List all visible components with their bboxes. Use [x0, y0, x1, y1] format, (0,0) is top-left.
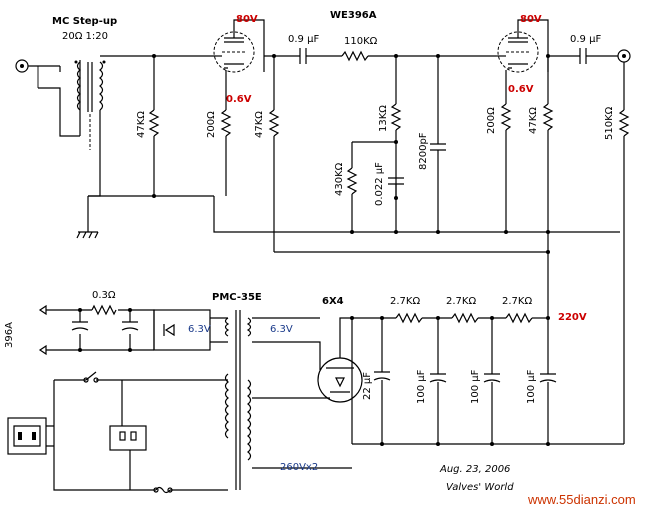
r-47k-input — [148, 109, 160, 137]
r-47k-1-label: 47KΩ — [254, 111, 265, 138]
r-47k-input-label: 47KΩ — [136, 111, 147, 138]
r-27k-1 — [395, 312, 423, 324]
r-03-label: 0.3Ω — [92, 290, 116, 301]
r-510k-label: 510KΩ — [604, 106, 615, 140]
c-09-1 — [299, 48, 307, 64]
heater-label: 396A — [4, 322, 15, 348]
c-100-3 — [539, 373, 557, 383]
stepup-transformer — [28, 60, 106, 150]
drawing-credit: Valves' World — [446, 482, 514, 493]
input-jack — [15, 59, 29, 73]
sec-63-right-label: 6.3V — [270, 324, 293, 335]
r-510k — [618, 109, 630, 137]
r-430k — [346, 167, 358, 195]
c-22 — [373, 371, 391, 381]
output-jack — [617, 49, 631, 63]
tube-2 — [497, 19, 549, 73]
r-200-2-label: 200Ω — [486, 107, 497, 134]
r-27k-2-label: 2.7KΩ — [446, 296, 476, 307]
c-0022-label: 0.022 μF — [374, 162, 385, 206]
ground-symbol — [76, 231, 99, 239]
watermark: www.55dianzi.com — [527, 492, 636, 507]
r-47k-2 — [542, 103, 554, 131]
power-transformer — [224, 310, 252, 490]
r-27k-2 — [451, 312, 479, 324]
c-8200p — [430, 143, 446, 151]
rectifier-label: 6X4 — [322, 296, 344, 307]
c-22-label: 22 μF — [362, 372, 373, 400]
c-100-2-label: 100 μF — [470, 369, 481, 404]
tube-2-cathode-voltage: 0.6V — [508, 84, 534, 95]
c-100-3-label: 100 μF — [526, 369, 537, 404]
c-8200p-label: 8200pF — [418, 132, 429, 170]
r-200-2 — [500, 103, 512, 131]
r-13k-label: 13KΩ — [378, 105, 389, 132]
drawing-date: Aug. 23, 2006 — [439, 464, 510, 475]
rectifier-tube — [317, 357, 363, 403]
mains-inlet — [7, 417, 47, 455]
b-plus-voltage: 220V — [558, 312, 587, 323]
tube-1-cathode-voltage: 0.6V — [226, 94, 252, 105]
c-09-2-label: 0.9 μF — [570, 34, 601, 45]
c-heater-1 — [71, 321, 89, 331]
r-27k-3 — [505, 312, 533, 324]
c-09-2 — [579, 48, 587, 64]
r-200-1-label: 200Ω — [206, 111, 217, 138]
r-03 — [91, 304, 117, 316]
c-09-1-label: 0.9 μF — [288, 34, 319, 45]
tube-1 — [213, 19, 265, 73]
c-100-1 — [429, 373, 447, 383]
tube-2-plate-voltage: 80V — [520, 14, 542, 25]
r-110k — [341, 50, 369, 62]
c-100-2 — [483, 373, 501, 383]
r-13k — [390, 103, 402, 131]
transformer-label: PMC-35E — [212, 292, 262, 303]
r-27k-3-label: 2.7KΩ — [502, 296, 532, 307]
hv-secondary-label: 260Vx2 — [280, 462, 318, 473]
fuse — [155, 486, 171, 494]
r-200-1 — [220, 109, 232, 137]
c-100-1-label: 100 μF — [416, 369, 427, 404]
circuit-title: WE396A — [330, 10, 377, 21]
stepup-ratio: 20Ω 1:20 — [62, 31, 108, 42]
bridge-rectifier — [153, 309, 211, 351]
r-430k-label: 430KΩ — [334, 162, 345, 196]
stepup-title: MC Step-up — [52, 16, 117, 27]
r-110k-label: 110KΩ — [344, 36, 378, 47]
r-47k-1 — [268, 109, 280, 137]
c-heater-2 — [121, 321, 139, 331]
r-47k-2-label: 47KΩ — [528, 107, 539, 134]
sec-63-left-label: 6.3V — [188, 324, 211, 335]
r-27k-1-label: 2.7KΩ — [390, 296, 420, 307]
outlet — [109, 425, 147, 451]
tube-1-plate-voltage: 80V — [236, 14, 258, 25]
